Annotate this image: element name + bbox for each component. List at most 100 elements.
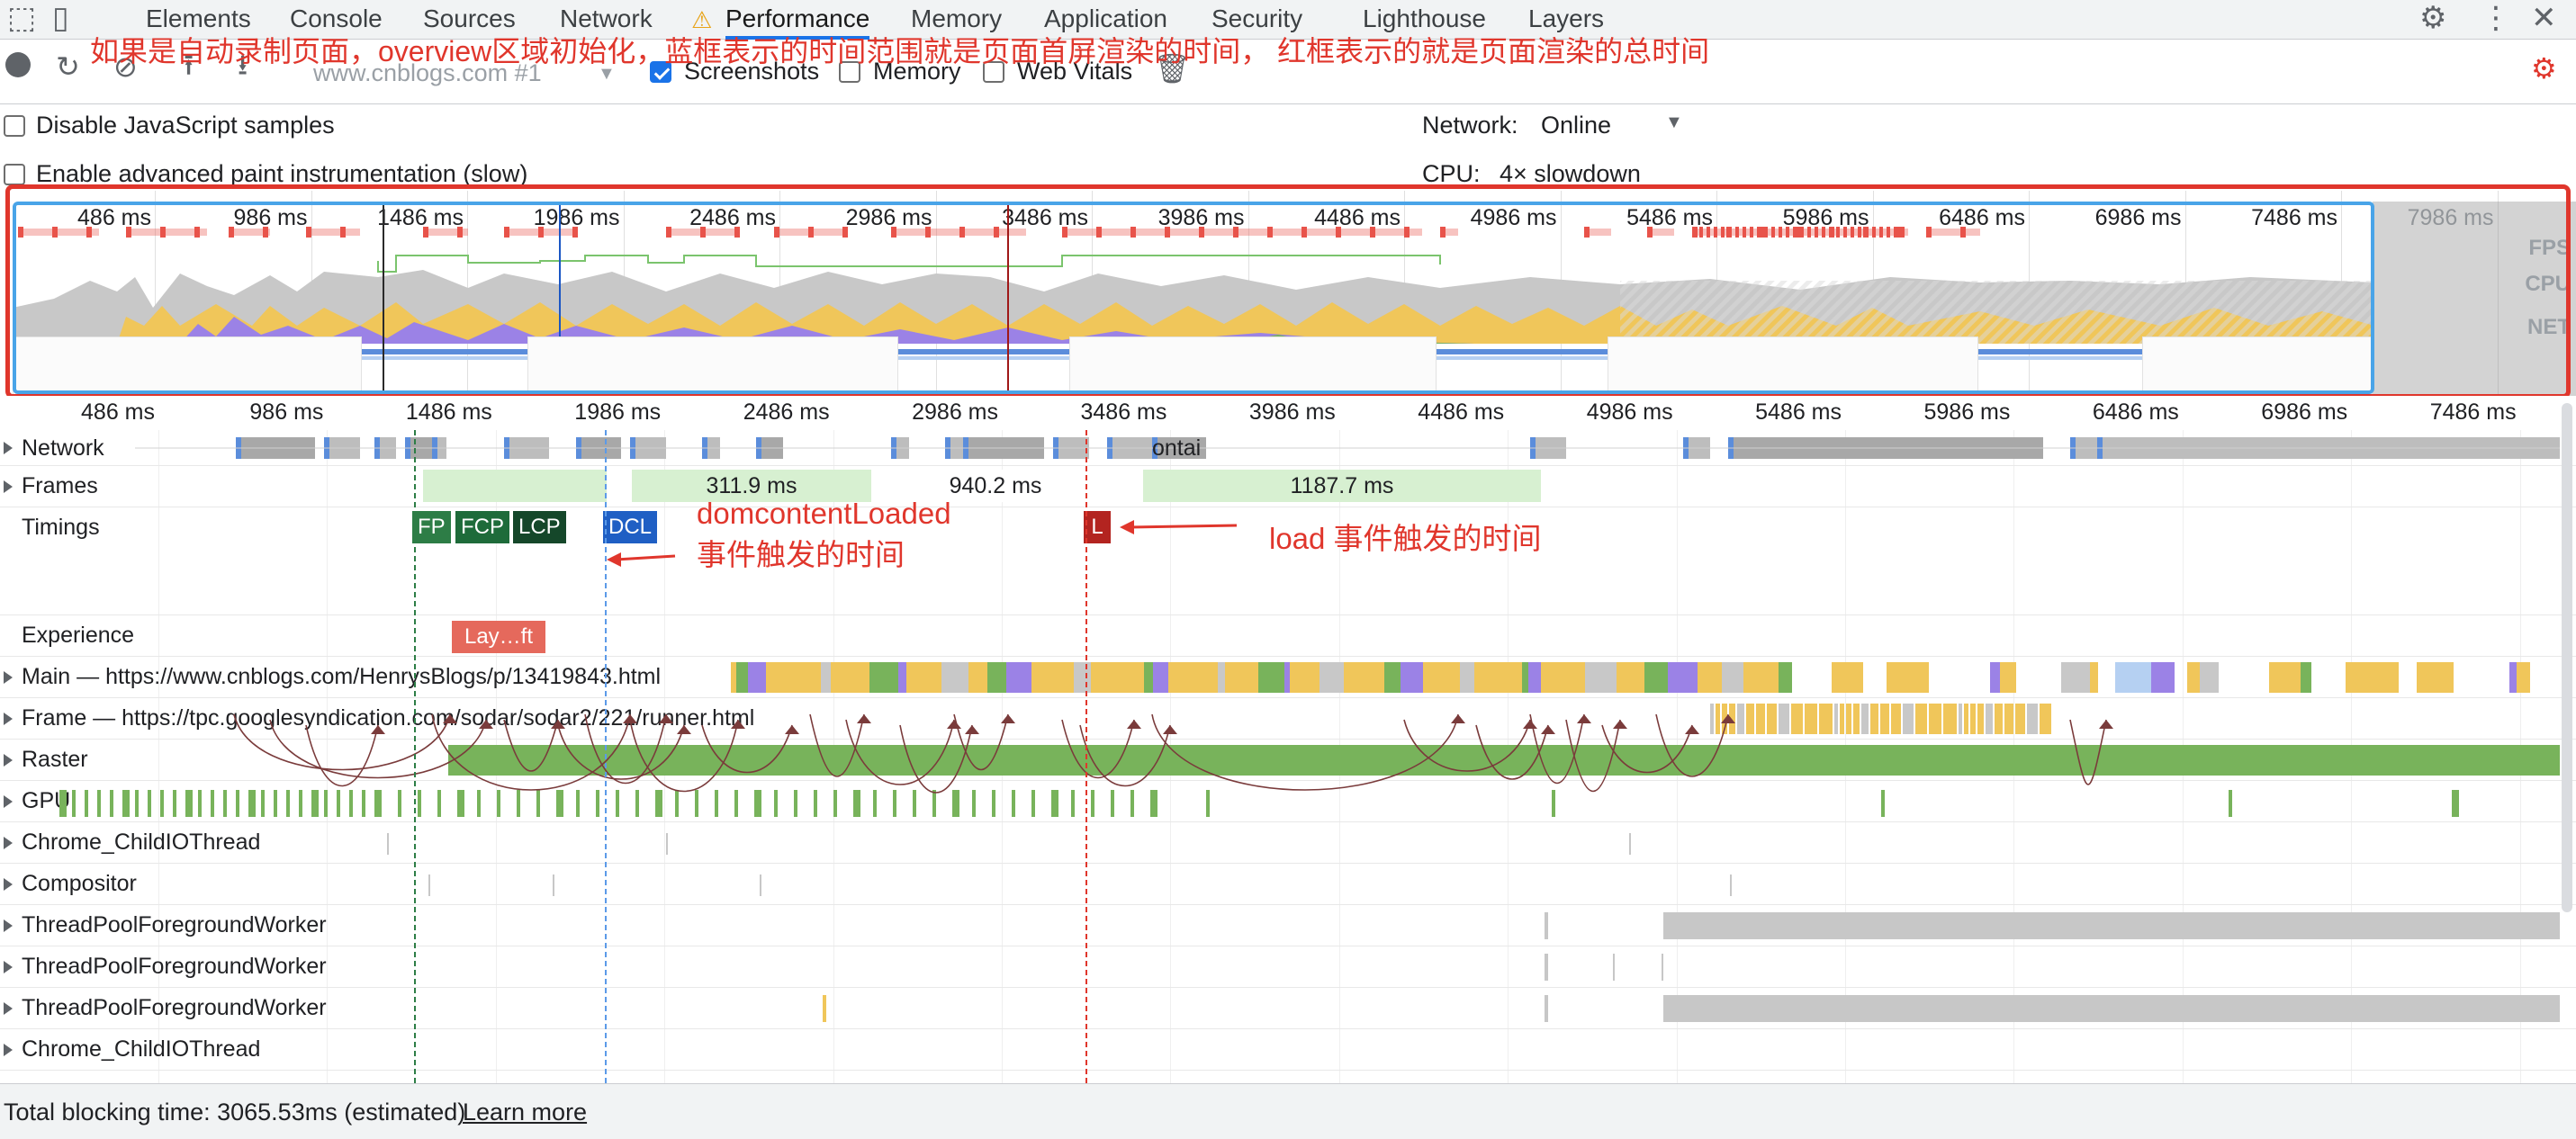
overview-tick-label: 6486 ms xyxy=(1939,205,2025,230)
main-thread-track[interactable]: Main — https://www.cnblogs.com/HenrysBlo… xyxy=(0,657,2576,698)
raster-track[interactable]: Raster xyxy=(0,740,2576,781)
overview-tick-label: 7486 ms xyxy=(2251,205,2337,230)
performance-toolbar: ↻ ⊘ ⭱ ⭳ www.cnblogs.com #1 ▼ Screenshots… xyxy=(0,40,2576,104)
total-blocking-time: Total blocking time: 3065.53ms (estimate… xyxy=(4,1099,466,1126)
screenshots-checkbox[interactable] xyxy=(650,61,671,83)
recording-select[interactable]: www.cnblogs.com #1 xyxy=(313,59,542,86)
frames-track[interactable]: Frames xyxy=(0,466,2576,507)
expand-icon[interactable] xyxy=(4,1002,13,1015)
advanced-paint-checkbox[interactable] xyxy=(4,164,25,185)
track-label: Network xyxy=(22,435,104,461)
tab-layers[interactable]: Layers xyxy=(1528,4,1605,32)
chevron-down-icon[interactable]: ▼ xyxy=(598,64,616,84)
more-menu-icon[interactable]: ⋮ xyxy=(2481,1,2511,35)
vertical-scrollbar[interactable] xyxy=(2562,403,2572,912)
track-label: Main — https://www.cnblogs.com/HenrysBlo… xyxy=(22,664,662,689)
track-label: Raster xyxy=(22,747,88,772)
overview-tick-label: 986 ms xyxy=(233,205,308,230)
thread-pool-track-1[interactable]: ThreadPoolForegroundWorker xyxy=(0,905,2576,946)
fp-line xyxy=(414,430,416,1083)
capture-settings: Disable JavaScript samples Enable advanc… xyxy=(0,104,2576,194)
inspect-element-icon[interactable]: ⬚ xyxy=(7,1,37,35)
overview-gridline xyxy=(2497,191,2499,403)
tab-sources[interactable]: Sources xyxy=(423,4,516,32)
screenshots-label: Screenshots xyxy=(684,58,820,85)
learn-more-link[interactable]: Learn more xyxy=(463,1099,588,1126)
tab-lighthouse[interactable]: Lighthouse xyxy=(1363,4,1487,32)
expand-icon[interactable] xyxy=(4,919,13,932)
thread-pool-track-3[interactable]: ThreadPoolForegroundWorker xyxy=(0,988,2576,1029)
tab-memory[interactable]: Memory xyxy=(911,4,1003,32)
frame-block[interactable]: 1187.7 ms xyxy=(1143,470,1541,502)
tab-network[interactable]: Network xyxy=(560,4,653,32)
network-throttle-select[interactable]: Online xyxy=(1541,112,1612,139)
expand-icon[interactable] xyxy=(4,1044,13,1056)
expand-icon[interactable] xyxy=(4,442,13,454)
expand-icon[interactable] xyxy=(4,795,13,808)
web-vitals-checkbox[interactable] xyxy=(983,61,1004,83)
network-requests xyxy=(135,437,2560,459)
memory-checkbox[interactable] xyxy=(839,61,860,83)
capture-settings-gear-icon[interactable]: ⚙ xyxy=(2531,52,2557,85)
expand-icon[interactable] xyxy=(4,713,13,725)
settings-gear-icon[interactable]: ⚙ xyxy=(2419,1,2447,35)
thread-pool-track-2[interactable]: ThreadPoolForegroundWorker xyxy=(0,946,2576,988)
fcp-marker[interactable]: FCP xyxy=(455,511,509,543)
frame-block[interactable]: 940.2 ms xyxy=(889,470,1102,502)
collect-garbage-icon[interactable]: 🗑 xyxy=(1154,52,1191,85)
expand-icon[interactable] xyxy=(4,878,13,891)
network-track[interactable]: Network ontai xyxy=(0,430,2576,466)
ruler-tick-label: 1986 ms xyxy=(574,399,662,425)
overview-unselected-region[interactable] xyxy=(2373,202,2576,403)
tab-security[interactable]: Security xyxy=(1211,4,1303,32)
load-line xyxy=(1085,430,1087,1083)
reload-record-icon[interactable]: ↻ xyxy=(56,50,80,83)
compositor-track[interactable]: Compositor xyxy=(0,864,2576,905)
dcl-marker[interactable]: DCL xyxy=(603,511,658,543)
gpu-track[interactable]: GPU xyxy=(0,781,2576,822)
ruler-tick-label: 486 ms xyxy=(81,399,155,425)
download-profile-icon[interactable]: ⭳ xyxy=(238,49,248,81)
child-io-track-1[interactable]: Chrome_ChildIOThread xyxy=(0,822,2576,864)
web-vitals-label: Web Vitals xyxy=(1017,58,1133,85)
expand-icon[interactable] xyxy=(4,837,13,849)
clear-icon[interactable]: ⊘ xyxy=(113,50,138,83)
disable-js-samples-checkbox[interactable] xyxy=(4,115,25,137)
device-toolbar-icon[interactable]: ▯ xyxy=(52,1,69,35)
ruler-tick-label: 4986 ms xyxy=(1586,399,1673,425)
lcp-marker[interactable]: LCP xyxy=(513,511,566,543)
tab-elements[interactable]: Elements xyxy=(146,4,251,32)
expand-icon[interactable] xyxy=(4,961,13,973)
tab-application[interactable]: Application xyxy=(1044,4,1167,32)
cpu-throttle-label: CPU: xyxy=(1422,160,1481,187)
upload-profile-icon[interactable]: ⭱ xyxy=(184,49,194,81)
annotation-overview: 如果是自动录制页面，overview区域初始化，蓝框表示的时间范围就是页面首屏渲… xyxy=(90,35,1710,67)
child-io-track-2[interactable]: Chrome_ChildIOThread xyxy=(0,1029,2576,1071)
load-marker[interactable]: L xyxy=(1084,511,1111,543)
tab-performance[interactable]: Performance xyxy=(725,0,870,40)
layout-shift-marker[interactable]: Lay…ft xyxy=(452,621,545,653)
raster-activity xyxy=(448,745,2560,776)
tab-console[interactable]: Console xyxy=(290,4,383,32)
frame-block[interactable] xyxy=(423,470,607,502)
ruler-tick-label: 6986 ms xyxy=(2261,399,2348,425)
cpu-throttle-select[interactable]: 4× slowdown xyxy=(1500,160,1641,187)
expand-icon[interactable] xyxy=(4,480,13,493)
overview-tick-label: 1486 ms xyxy=(377,205,464,230)
record-icon[interactable] xyxy=(5,52,31,77)
ruler-tick-label: 2486 ms xyxy=(743,399,830,425)
frame-block[interactable]: 311.9 ms xyxy=(632,470,871,502)
timings-track[interactable]: Timings xyxy=(0,507,2576,615)
close-icon[interactable]: ✕ xyxy=(2531,1,2557,35)
advanced-paint-label: Enable advanced paint instrumentation (s… xyxy=(36,160,528,187)
frame-thread-track[interactable]: Frame — https://tpc.googlesyndication.co… xyxy=(0,698,2576,740)
ruler-tick-label: 5986 ms xyxy=(1923,399,2011,425)
experience-track[interactable]: Experience xyxy=(0,615,2576,657)
annotation-dcl-line2: 事件触发的时间 xyxy=(697,538,905,571)
expand-icon[interactable] xyxy=(4,671,13,684)
track-label: Experience xyxy=(22,623,135,648)
fp-marker[interactable]: FP xyxy=(412,511,451,543)
expand-icon[interactable] xyxy=(4,754,13,767)
chevron-down-icon[interactable]: ▼ xyxy=(1665,112,1683,132)
